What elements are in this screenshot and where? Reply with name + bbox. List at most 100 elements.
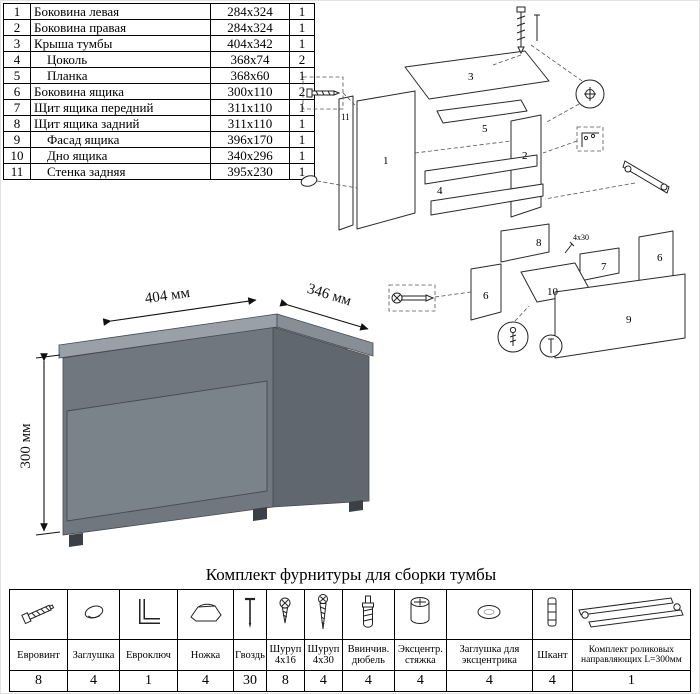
hardware-kit-title: Комплект фурнитуры для сборки тумбы bbox=[205, 565, 497, 584]
cap-icon bbox=[84, 605, 103, 619]
hardware-label: Шуруп 4x16 bbox=[265, 639, 305, 671]
roller-guide-callout-icon bbox=[622, 160, 670, 194]
hardware-count: 8 bbox=[265, 670, 305, 692]
part-size: 395x230 bbox=[210, 163, 290, 180]
side-face bbox=[272, 326, 370, 508]
hardware-icon-cell bbox=[531, 589, 573, 640]
part-label-8: 8 bbox=[536, 237, 542, 249]
table-row: 4 Цоколь 368x74 2 bbox=[3, 51, 315, 68]
leader-line bbox=[544, 103, 580, 124]
foot bbox=[253, 507, 267, 521]
part-number: 7 bbox=[3, 99, 31, 116]
screw-4x16-icon bbox=[279, 597, 291, 624]
cam-lock-callout-icon bbox=[575, 79, 605, 109]
screw-callout-icon bbox=[388, 284, 436, 312]
hardware-label: Заглушка для эксцентрика bbox=[445, 639, 533, 671]
cam-cap-icon bbox=[477, 605, 501, 619]
hardware-label: Гвоздь bbox=[233, 639, 267, 671]
part-name: Дно ящика bbox=[30, 147, 211, 164]
dimension-depth-label: 346 мм bbox=[305, 283, 353, 310]
part-name: Боковина левая bbox=[30, 3, 211, 20]
table-row: 5 Планка 368x60 1 bbox=[3, 67, 315, 84]
part-label-1: 1 bbox=[383, 155, 389, 167]
part-label-3: 3 bbox=[468, 71, 474, 83]
hardware-label: Евроключ bbox=[119, 639, 178, 671]
part-number: 10 bbox=[3, 147, 31, 164]
hardware-count: 1 bbox=[571, 670, 691, 692]
hardware-count: 4 bbox=[67, 670, 120, 692]
hardware-icon-cell bbox=[303, 589, 343, 640]
dowel-screw-top-icon bbox=[516, 6, 540, 55]
product-drawing: 404 мм 346 мм 300 мм bbox=[18, 283, 374, 547]
hardware-icons-row bbox=[9, 589, 691, 640]
small-screw-4x30-icon bbox=[564, 241, 575, 254]
part-name: Щит ящика задний bbox=[30, 115, 211, 132]
hardware-icon-cell bbox=[265, 589, 305, 640]
confirmat-callout-icon bbox=[302, 76, 344, 110]
hardware-label: Ввинчив. дюбель bbox=[341, 639, 395, 671]
part-label-9: 9 bbox=[626, 314, 632, 326]
hardware-count: 4 bbox=[341, 670, 395, 692]
hardware-count: 4 bbox=[303, 670, 343, 692]
roller-guides-icon bbox=[578, 597, 685, 628]
hardware-label: Евровинт bbox=[9, 639, 68, 671]
panel-back-wall bbox=[338, 95, 354, 231]
part-size: 340x296 bbox=[210, 147, 290, 164]
part-name: Боковина ящика bbox=[30, 83, 211, 100]
hardware-icon-cell bbox=[119, 589, 178, 640]
table-row: 11 Стенка задняя 395x230 1 bbox=[3, 163, 315, 180]
panel-slat bbox=[436, 99, 528, 124]
part-size: 284x324 bbox=[210, 3, 290, 20]
part-size: 300x110 bbox=[210, 83, 290, 100]
hardware-icon-cell bbox=[341, 589, 395, 640]
screw-size-note: 4x30 bbox=[573, 233, 589, 242]
dimension-width-label: 404 мм bbox=[144, 285, 192, 307]
part-name: Боковина правая bbox=[30, 19, 211, 36]
part-number: 6 bbox=[3, 83, 31, 100]
part-size: 311x110 bbox=[210, 99, 290, 116]
part-name: Стенка задняя bbox=[30, 163, 211, 180]
hex-key-icon bbox=[138, 599, 160, 624]
part-number: 1 bbox=[3, 3, 31, 20]
part-number: 5 bbox=[3, 67, 31, 84]
dimension-tick bbox=[35, 354, 61, 359]
hardware-icon-cell bbox=[233, 589, 267, 640]
dowel-icon bbox=[547, 597, 557, 627]
part-name: Крыша тумбы bbox=[30, 35, 211, 52]
foot bbox=[349, 500, 363, 512]
part-name: Щит ящика передний bbox=[30, 99, 211, 116]
screw-circle-callout-icon bbox=[497, 321, 529, 353]
part-label-4: 4 bbox=[437, 185, 443, 197]
table-row: 10 Дно ящика 340x296 1 bbox=[3, 147, 315, 164]
part-name: Планка bbox=[30, 67, 211, 84]
bracket-callout-icon bbox=[576, 126, 604, 152]
threaded-dowel-icon bbox=[362, 595, 375, 628]
table-row: 2 Боковина правая 284x324 1 bbox=[3, 19, 315, 36]
part-size: 404x342 bbox=[210, 35, 290, 52]
table-row: 3 Крыша тумбы 404x342 1 bbox=[3, 35, 315, 52]
part-size: 396x170 bbox=[210, 131, 290, 148]
part-name: Цоколь bbox=[30, 51, 211, 68]
exploded-assembly-diagram: 3 5 1 11 2 4 8 7 6 6 10 9 4x30 bbox=[300, 6, 686, 359]
hardware-labels-row: Евровинт Заглушка Евроключ Ножка Гвоздь … bbox=[9, 639, 691, 671]
parts-table: 1 Боковина левая 284x324 1 2 Боковина пр… bbox=[3, 3, 315, 180]
part-label-6-left: 6 bbox=[483, 290, 489, 302]
hardware-count: 4 bbox=[393, 670, 447, 692]
panel-left-side bbox=[356, 90, 416, 230]
leader-line bbox=[544, 182, 636, 200]
hardware-icon-cell bbox=[571, 589, 691, 640]
leader-line bbox=[342, 92, 358, 108]
table-row: 8 Щит ящика задний 311x110 1 bbox=[3, 115, 315, 132]
part-number: 8 bbox=[3, 115, 31, 132]
part-number: 11 bbox=[3, 163, 31, 180]
panel-plinth-2 bbox=[430, 183, 544, 216]
leader-line bbox=[492, 54, 522, 66]
hardware-label: Шуруп 4x30 bbox=[303, 639, 343, 671]
part-label-5: 5 bbox=[482, 123, 488, 135]
foot-icon bbox=[189, 603, 222, 622]
part-number: 4 bbox=[3, 51, 31, 68]
screw-4x30-icon bbox=[318, 594, 329, 630]
panel-plinth-1 bbox=[424, 154, 538, 185]
part-label-11: 11 bbox=[341, 112, 350, 122]
